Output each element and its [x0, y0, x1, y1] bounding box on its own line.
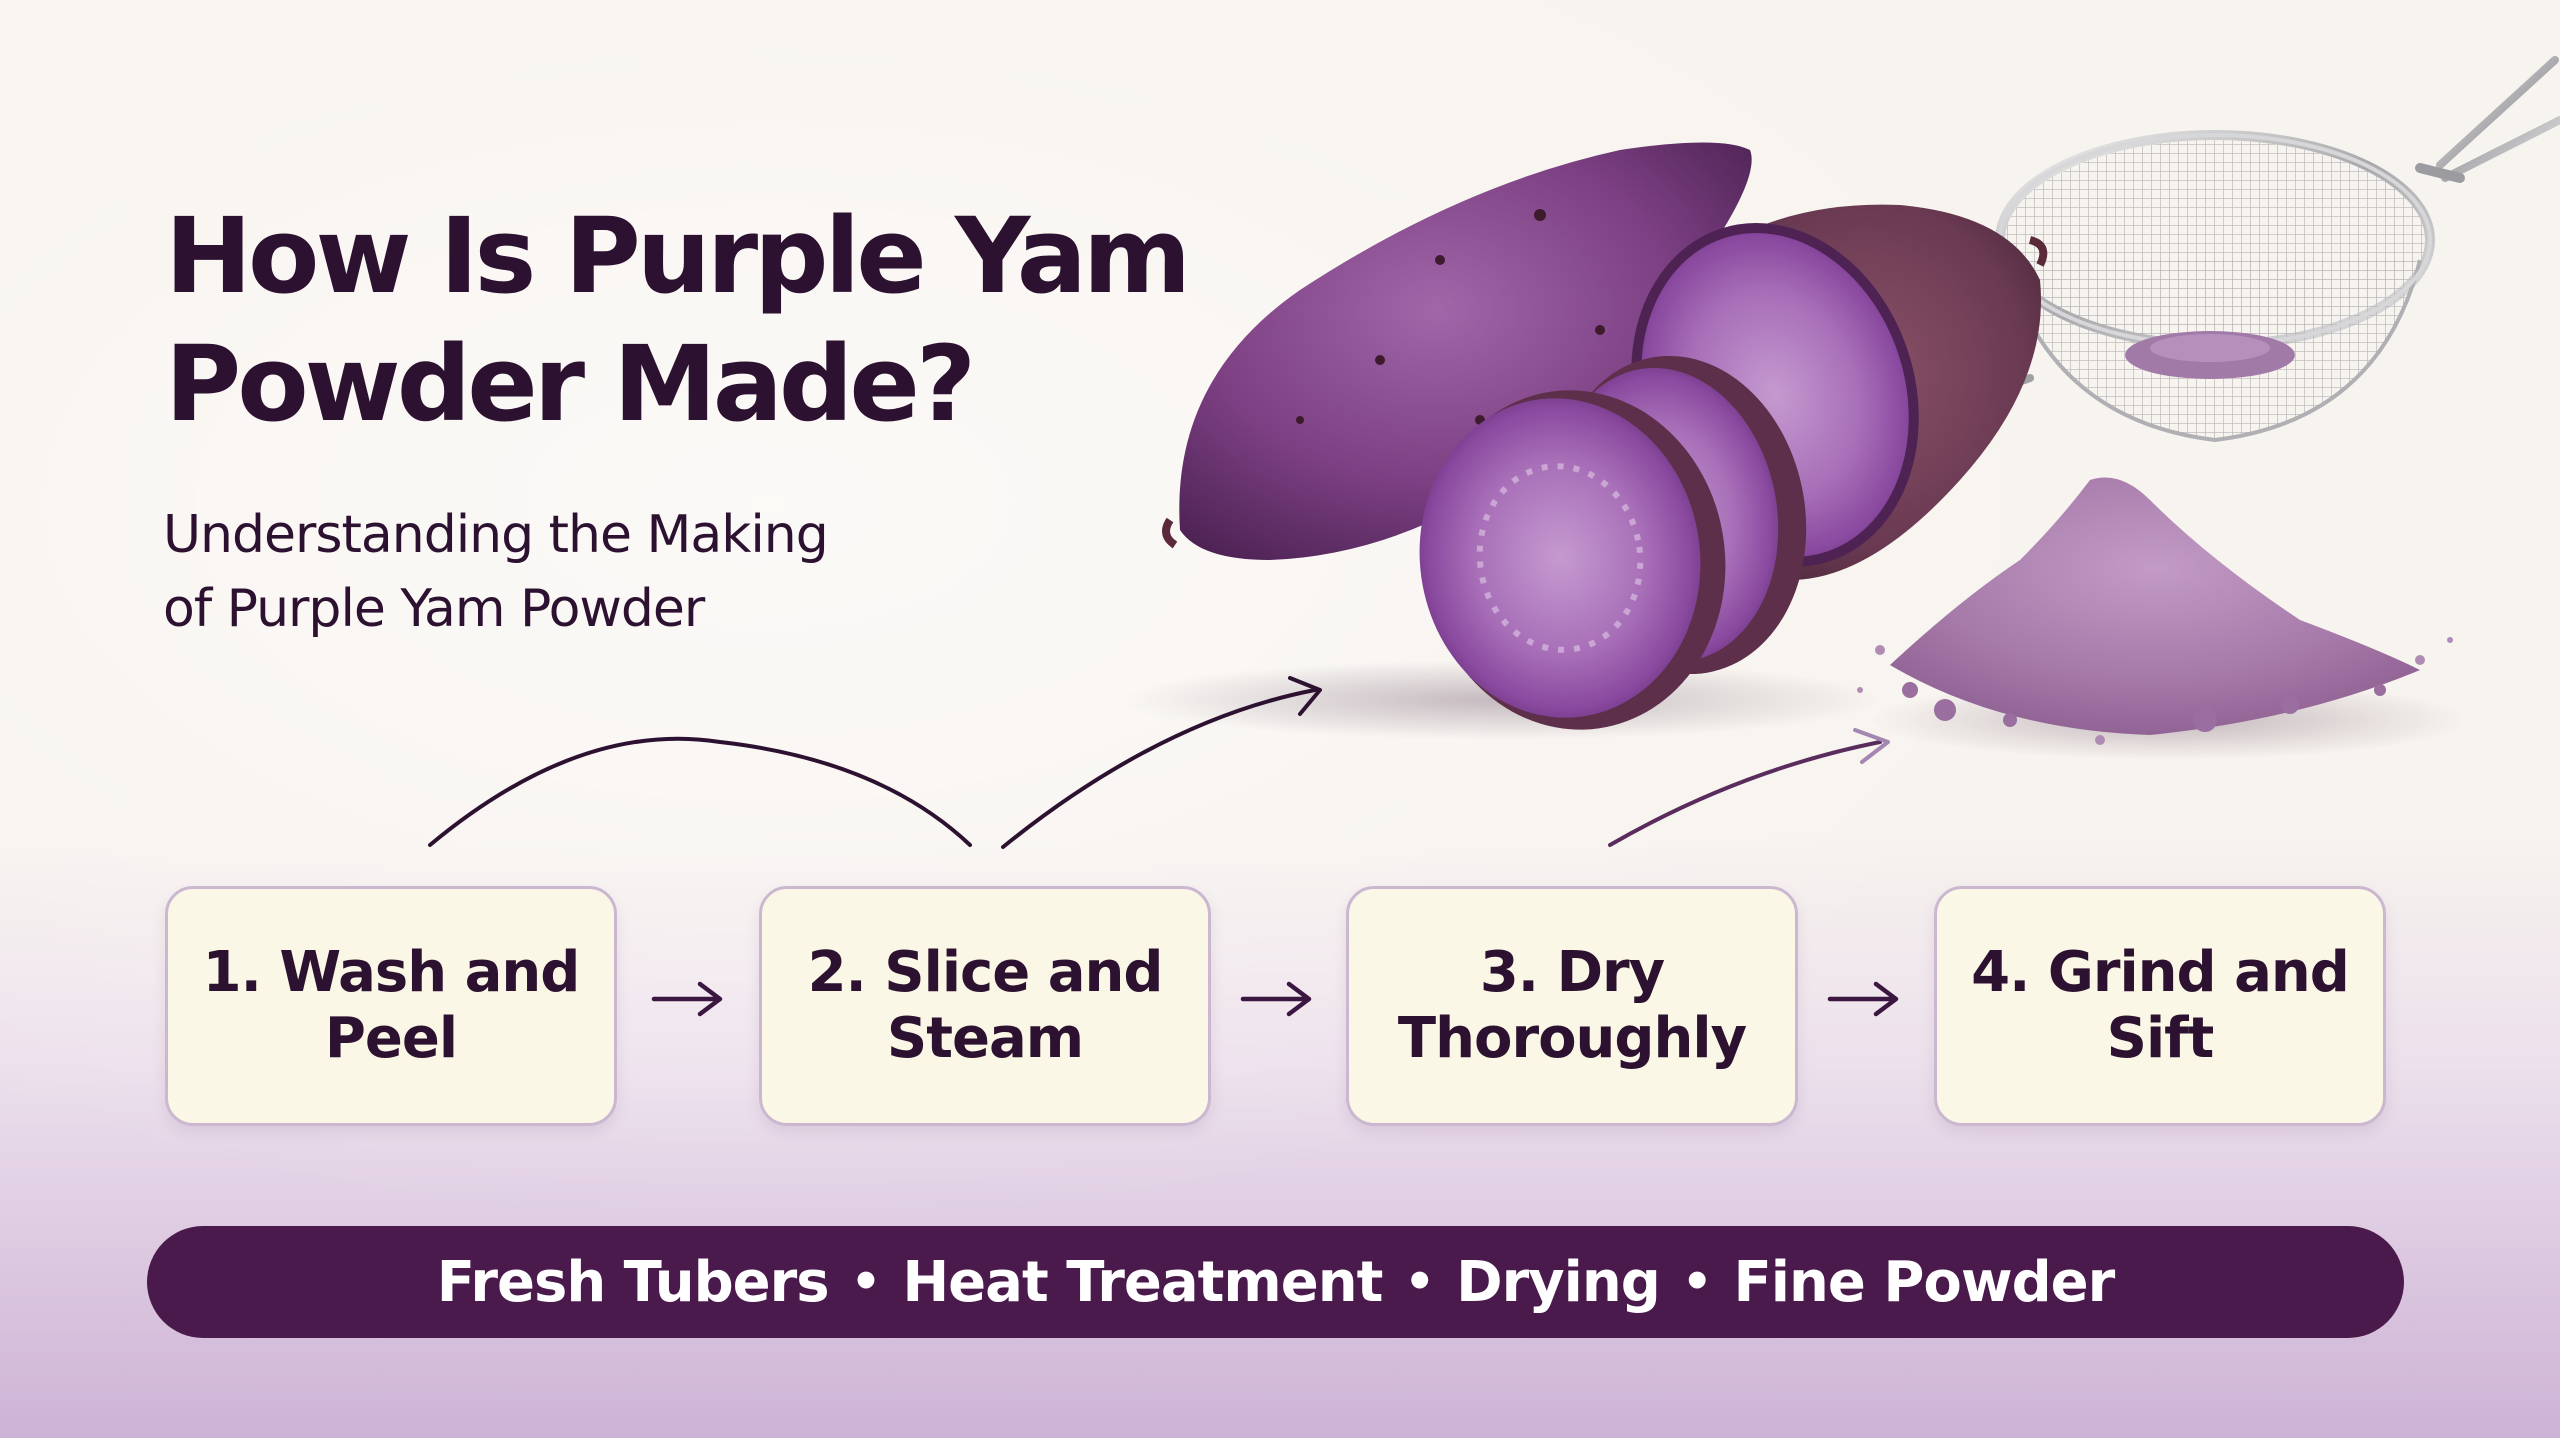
title-line-2: Powder Made?	[165, 323, 976, 445]
title-line-1: How Is Purple Yam	[165, 195, 1191, 317]
arrow-right-icon	[651, 981, 723, 1017]
yam-slices	[1419, 355, 1807, 730]
curved-arrow-icon	[428, 676, 1890, 849]
banner-item: Heat Treatment	[902, 1249, 1383, 1315]
banner-separator: •	[850, 1254, 882, 1310]
summary-banner: Fresh Tubers • Heat Treatment • Drying •…	[147, 1226, 2404, 1338]
banner-item: Fresh Tubers	[436, 1249, 830, 1315]
subtitle-line-1: Understanding the Making	[163, 505, 829, 565]
powder-pile-icon	[1857, 477, 2453, 745]
banner-separator: •	[1681, 1254, 1713, 1310]
page-subtitle: Understanding the Making of Purple Yam P…	[163, 498, 963, 646]
page-title: How Is Purple Yam Powder Made?	[165, 192, 1285, 448]
banner-item: Drying	[1456, 1249, 1661, 1315]
arrow-right-icon	[1240, 981, 1312, 1017]
subtitle-line-2: of Purple Yam Powder	[163, 579, 705, 639]
arrow-right-icon	[1827, 981, 1899, 1017]
sieve-icon	[1995, 56, 2560, 443]
whole-yam-left	[1162, 142, 1752, 560]
banner-separator: •	[1404, 1254, 1435, 1310]
banner-item: Fine Powder	[1733, 1249, 2116, 1315]
